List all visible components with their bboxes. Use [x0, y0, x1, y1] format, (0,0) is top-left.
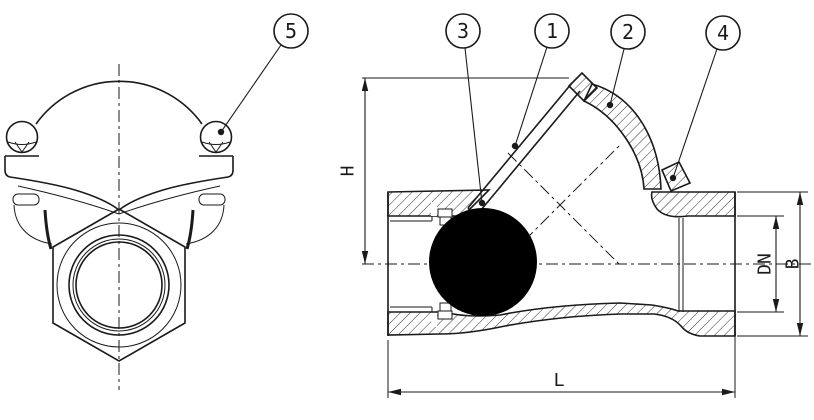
- dimension-dn: DN: [737, 215, 784, 313]
- balloon-2: 2: [606, 14, 646, 109]
- body-wall-bottom: [387, 302, 736, 337]
- balloon-2-label: 2: [622, 20, 634, 44]
- bonnet-dome-arc: [35, 80, 203, 125]
- dimensions: H L DN B: [338, 77, 808, 398]
- balloon-1: 1: [511, 13, 570, 150]
- dimension-b: B: [737, 191, 808, 337]
- balloon-1-label: 1: [546, 19, 558, 43]
- balloon-4-label: 4: [717, 21, 729, 45]
- dim-label-h: H: [338, 166, 359, 177]
- bolt-head-left: [5, 120, 39, 157]
- balloon-callouts: 5 3 1 2 4: [217, 13, 741, 207]
- body-flange: [4, 156, 234, 215]
- hex-chamfer-circle: [56, 222, 182, 348]
- dome-cap: [582, 83, 662, 190]
- balloon-5-label: 5: [285, 19, 297, 43]
- right-port-thread: [678, 218, 684, 312]
- rubber-ball: [429, 208, 537, 316]
- left-end-view: [4, 64, 234, 390]
- dim-label-l: L: [554, 370, 565, 391]
- balloon-4: 4: [669, 15, 741, 182]
- bolt-head-right: [199, 120, 233, 157]
- lug-right: [198, 193, 226, 206]
- dimension-h: H: [338, 77, 569, 264]
- seat-ring: [437, 208, 453, 320]
- left-port-thread: [390, 202, 437, 327]
- balloon-3-label: 3: [457, 19, 469, 43]
- dim-label-b: B: [783, 259, 804, 270]
- lug-left: [12, 193, 40, 206]
- section-view: [362, 71, 812, 337]
- body-sides: [13, 204, 225, 250]
- retainer-piece: [660, 160, 692, 193]
- balloon-5: 5: [217, 13, 309, 136]
- balloon-3: 3: [445, 13, 486, 207]
- bonnet-axis-perpendicular: [507, 152, 621, 266]
- hex-end: [52, 208, 186, 362]
- cover-plate: [467, 82, 581, 217]
- body-wall-top-right: [650, 191, 736, 218]
- dimension-l: L: [387, 336, 736, 398]
- threaded-bore: [68, 234, 170, 336]
- dim-label-dn: DN: [755, 253, 776, 275]
